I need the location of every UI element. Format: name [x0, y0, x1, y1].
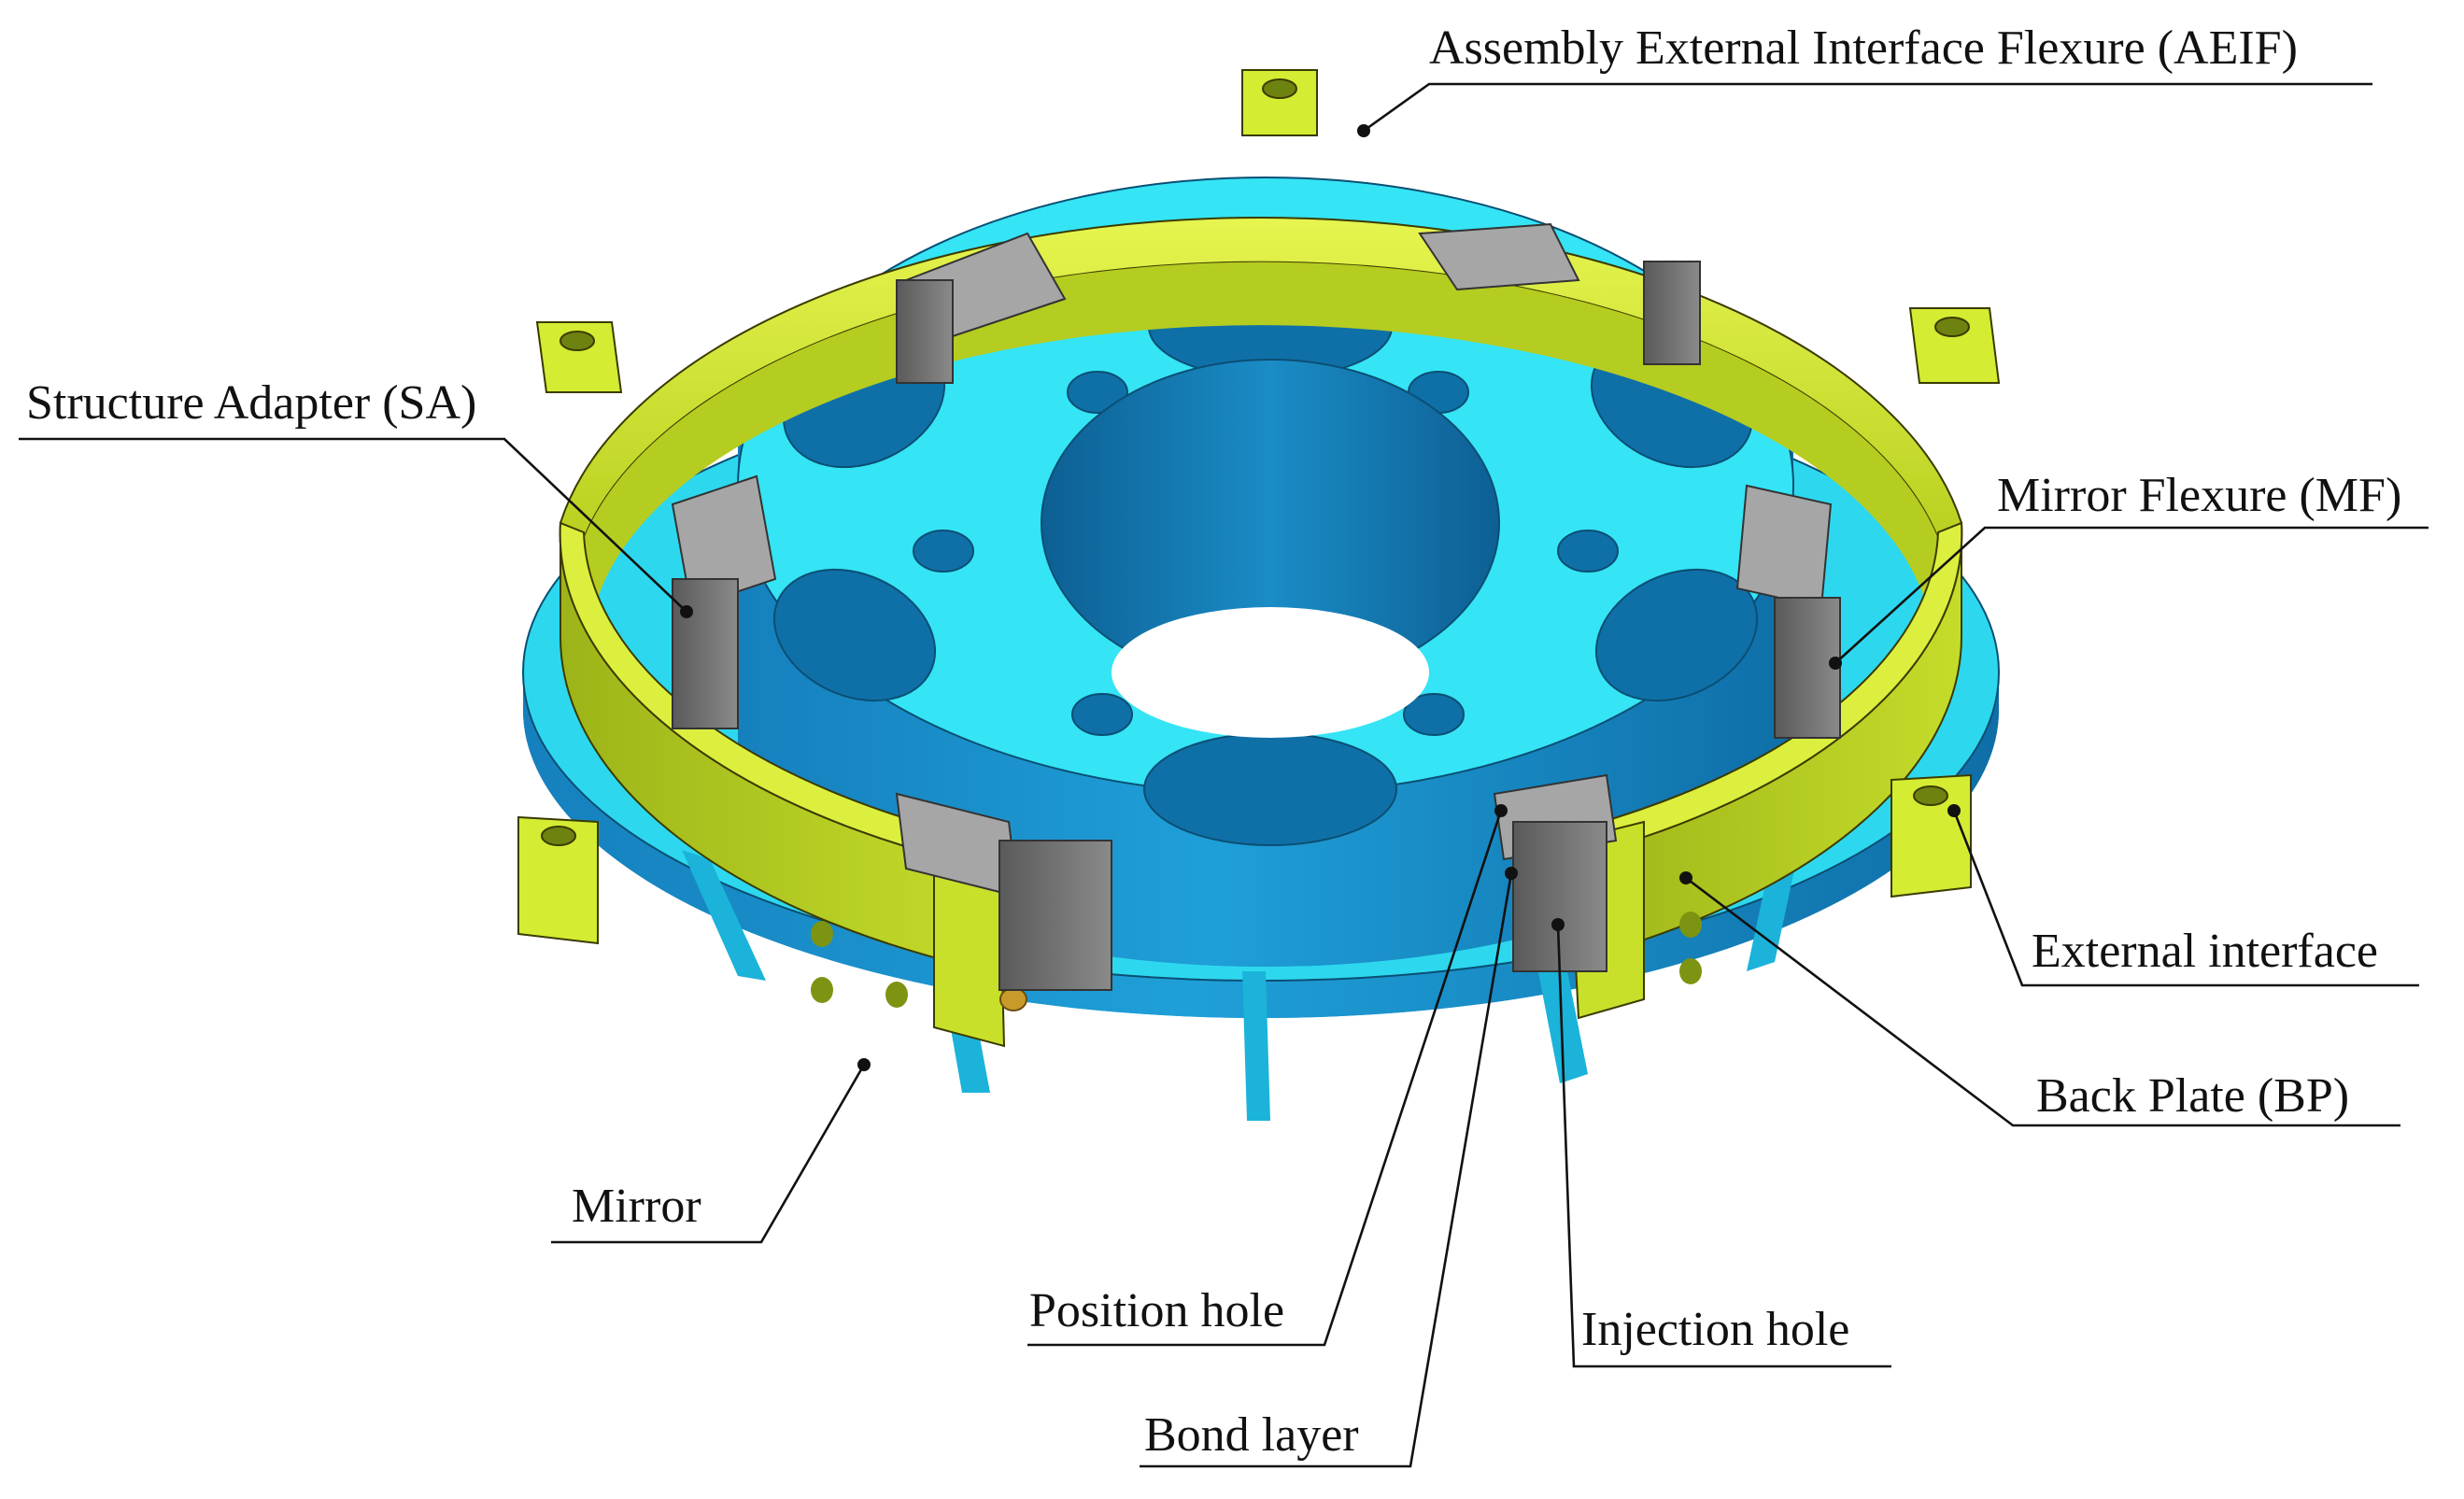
label-aeif: Assembly External Interface Flexure (AEI…: [1429, 21, 2298, 75]
label-bond-layer: Bond layer: [1144, 1408, 1359, 1462]
callout-bond-layer: Bond layer: [1140, 867, 1518, 1468]
label-injection-hole: Injection hole: [1581, 1303, 1849, 1356]
callout-external-interface: External interface: [1947, 804, 2419, 987]
callout-mf: Mirror Flexure (MF): [1829, 469, 2429, 670]
callout-injection-hole: Injection hole: [1551, 918, 1891, 1368]
callout-sa: Structure Adapter (SA): [19, 376, 693, 618]
label-position-hole: Position hole: [1029, 1284, 1284, 1337]
structure-adapters: [671, 222, 1841, 991]
external-interface-tabs: [517, 69, 2001, 945]
label-mirror: Mirror: [572, 1180, 701, 1233]
label-back-plate: Back Plate (BP): [2036, 1069, 2349, 1123]
callout-aeif: Assembly External Interface Flexure (AEI…: [1357, 21, 2372, 137]
callout-mirror: Mirror: [551, 1058, 871, 1244]
mirror-bore-floor: [1112, 607, 1429, 738]
label-sa: Structure Adapter (SA): [26, 376, 476, 430]
label-mf: Mirror Flexure (MF): [1997, 469, 2401, 522]
callout-position-hole: Position hole: [1027, 804, 1508, 1347]
mirror-pockets: [772, 275, 1759, 846]
label-external-interface: External interface: [2032, 925, 2378, 978]
callout-back-plate: Back Plate (BP): [1679, 871, 2400, 1127]
annotations: Assembly External Interface Flexure (AEI…: [19, 21, 2429, 1468]
